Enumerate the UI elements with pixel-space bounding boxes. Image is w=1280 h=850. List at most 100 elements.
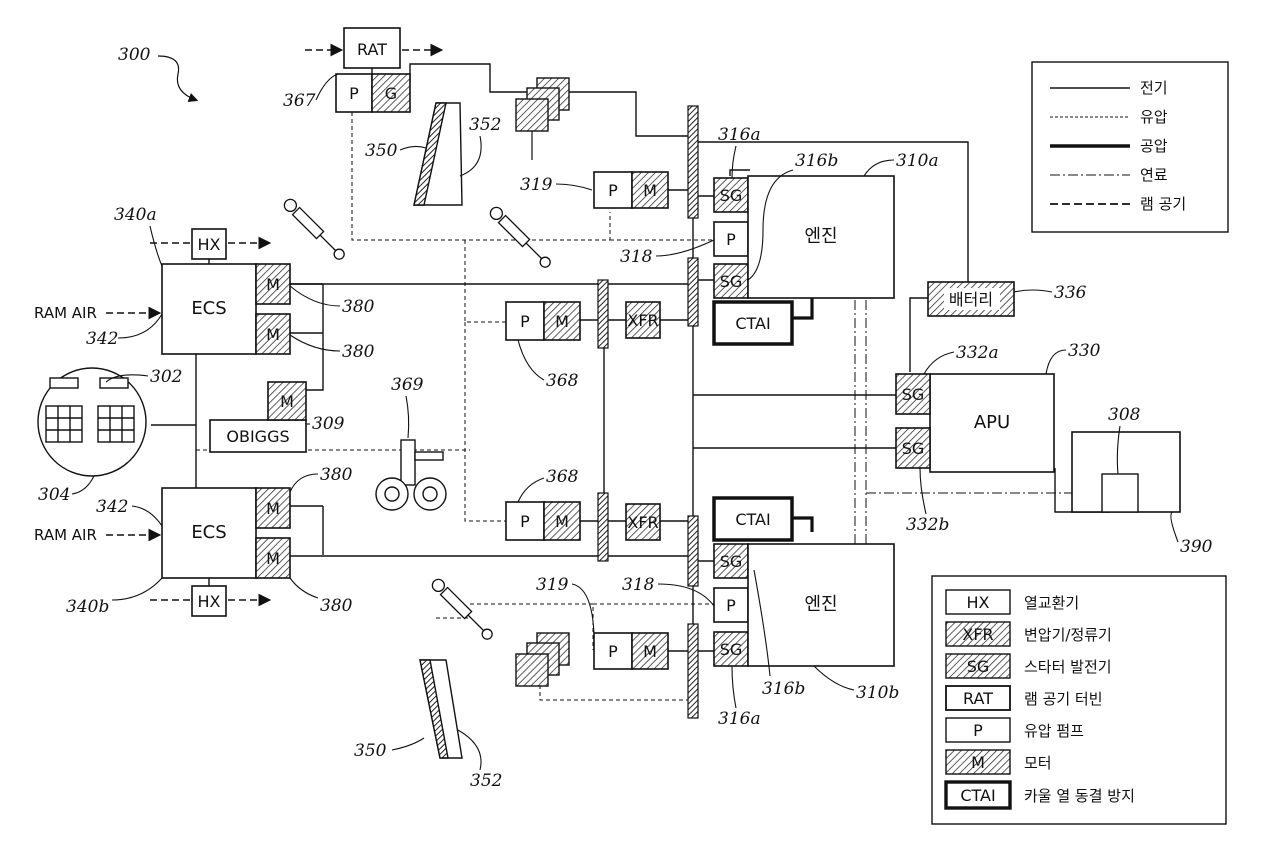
- legend-ram-air: 램 공기: [1140, 195, 1186, 213]
- svg-text:SG: SG: [720, 186, 743, 205]
- svg-text:380: 380: [342, 297, 375, 317]
- hydraulic-actuators: [283, 198, 551, 640]
- apu: APU SG SG: [895, 373, 1055, 473]
- svg-text:380: 380: [320, 596, 353, 616]
- ecs-bottom-motor1-label: M: [266, 499, 280, 518]
- svg-text:336: 336: [1054, 283, 1087, 303]
- svg-text:SG: SG: [902, 439, 925, 458]
- legend-sg: 스타터 발전기: [1024, 658, 1112, 676]
- hx-top: HX: [150, 228, 272, 264]
- legend-xfr: 변압기/정류기: [1024, 626, 1112, 644]
- svg-text:M: M: [971, 753, 985, 772]
- svg-text:HX: HX: [198, 592, 221, 611]
- battery: 배터리: [927, 281, 1015, 317]
- svg-text:SG: SG: [902, 385, 925, 404]
- legend-hx: 열교환기: [1024, 594, 1079, 612]
- rat-pump-label: P: [349, 84, 359, 103]
- pneumatic-lines: [792, 298, 814, 532]
- svg-text:XFR: XFR: [962, 625, 993, 644]
- svg-text:310a: 310a: [896, 151, 939, 171]
- legend-electrical: 전기: [1140, 79, 1168, 97]
- svg-text:380: 380: [342, 342, 375, 362]
- svg-text:M: M: [555, 512, 569, 531]
- svg-text:P: P: [608, 181, 618, 200]
- rat-unit: RAT P G: [305, 27, 444, 113]
- svg-text:308: 308: [1108, 405, 1141, 425]
- svg-text:RAT: RAT: [963, 689, 993, 708]
- svg-text:P: P: [520, 312, 530, 331]
- svg-text:350: 350: [365, 141, 398, 161]
- svg-text:CTAI: CTAI: [735, 510, 770, 529]
- svg-text:SG: SG: [720, 552, 743, 571]
- svg-text:304: 304: [38, 485, 70, 505]
- svg-text:316a: 316a: [718, 125, 761, 145]
- svg-text:340b: 340b: [66, 597, 109, 617]
- svg-text:316a: 316a: [718, 709, 761, 729]
- engine-bottom: 엔진: [747, 543, 895, 667]
- actuator-stack-top: [515, 77, 570, 160]
- svg-text:318: 318: [622, 575, 655, 595]
- bus-bars: [597, 105, 699, 719]
- svg-text:M: M: [643, 181, 657, 200]
- ecs-top: ECS M M: [161, 263, 291, 355]
- svg-text:HX: HX: [198, 235, 221, 254]
- xfr-top: XFR: [625, 301, 661, 339]
- svg-text:P: P: [973, 721, 983, 740]
- svg-text:342: 342: [86, 329, 118, 349]
- landing-gear: [375, 439, 447, 511]
- ctai-bottom: CTAI: [712, 496, 794, 542]
- pump-motor-319-top: P M: [593, 171, 669, 209]
- svg-text:APU: APU: [974, 412, 1010, 433]
- svg-text:390: 390: [1180, 537, 1213, 557]
- svg-text:318: 318: [620, 247, 653, 267]
- ecs-bottom-motor2-label: M: [266, 549, 280, 568]
- legend-p: 유압 펌프: [1024, 722, 1084, 740]
- svg-text:M: M: [280, 392, 294, 411]
- fuel-tank: [1071, 431, 1181, 513]
- svg-text:319: 319: [536, 575, 569, 595]
- hx-bottom: HX: [150, 578, 272, 617]
- svg-text:367: 367: [283, 91, 316, 111]
- svg-text:CTAI: CTAI: [735, 314, 770, 333]
- svg-text:330: 330: [1068, 341, 1101, 361]
- svg-text:319: 319: [520, 175, 553, 195]
- line-legend: 전기 유압 공압 연료 램 공기: [1031, 61, 1229, 233]
- svg-text:XFR: XFR: [627, 513, 658, 532]
- svg-text:XFR: XFR: [627, 311, 658, 330]
- svg-text:SG: SG: [720, 640, 743, 659]
- svg-text:310b: 310b: [856, 683, 899, 703]
- legend-pneumatic: 공압: [1140, 137, 1168, 155]
- electrical-wiring: [151, 63, 1110, 700]
- obiggs-unit: OBIGGS M: [209, 381, 307, 453]
- svg-text:332a: 332a: [956, 343, 999, 363]
- pump-motor-368-top: P M: [505, 301, 598, 341]
- svg-text:316b: 316b: [795, 151, 838, 171]
- svg-text:340a: 340a: [114, 205, 157, 225]
- legend-ctai: 카울 열 동결 방지: [1024, 787, 1135, 805]
- component-legend: HX 열교환기 XFR 변압기/정류기 SG 스타터 발전기 RAT 램 공기 …: [931, 575, 1227, 825]
- svg-text:OBIGGS: OBIGGS: [226, 427, 289, 446]
- flap-bottom: [419, 659, 463, 759]
- legend-hydraulic: 유압: [1140, 108, 1168, 126]
- svg-text:369: 369: [391, 375, 424, 395]
- rat-generator-label: G: [385, 84, 397, 103]
- svg-text:302: 302: [150, 367, 182, 387]
- svg-text:352: 352: [470, 771, 502, 791]
- ctai-top: CTAI: [712, 300, 794, 346]
- ram-air-bottom-label: RAM AIR: [34, 526, 97, 544]
- svg-text:309: 309: [312, 414, 345, 434]
- svg-text:HX: HX: [967, 593, 990, 612]
- svg-text:300: 300: [118, 45, 151, 65]
- ecs-top-label: ECS: [191, 298, 226, 319]
- svg-text:342: 342: [96, 497, 128, 517]
- svg-text:배터리: 배터리: [949, 290, 993, 309]
- cabin-view: [37, 367, 147, 477]
- rat-label: RAT: [357, 40, 387, 59]
- flap-top: [413, 102, 463, 206]
- actuator-stack-bottom: [515, 632, 570, 687]
- svg-text:CTAI: CTAI: [960, 786, 995, 805]
- svg-text:380: 380: [320, 465, 353, 485]
- legend-fuel: 연료: [1140, 166, 1168, 184]
- ecs-bottom: ECS M M: [161, 487, 291, 579]
